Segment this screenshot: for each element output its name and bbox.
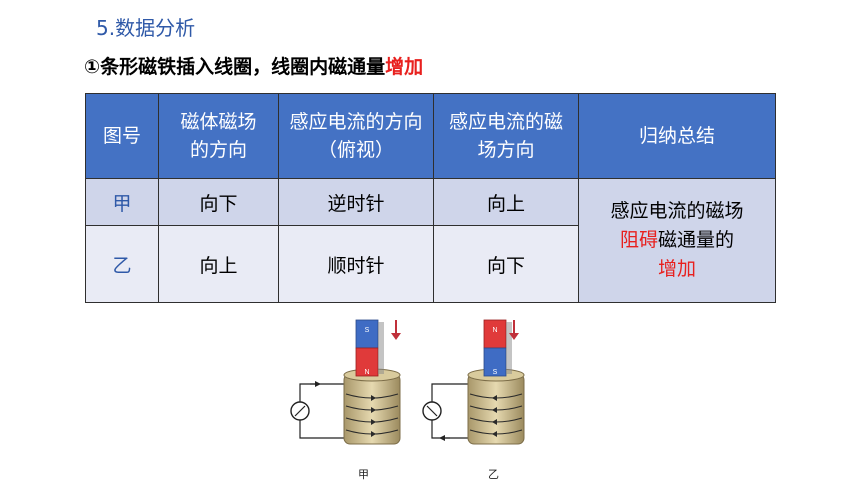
header-current-direction: 感应电流的方向（俯视） — [278, 93, 434, 179]
galvanometer-icon — [290, 401, 310, 421]
pole-label: S — [493, 369, 498, 376]
subtitle: ①条形磁铁插入线圈，线圈内磁通量增加 — [84, 52, 423, 79]
wire-bottom-right — [431, 420, 472, 439]
bar-magnet-right: N S — [483, 319, 512, 377]
galvanometer-icon — [422, 401, 442, 421]
current-direction: 逆时针 — [278, 178, 434, 226]
magnet-coil-diagram: S N — [270, 312, 530, 484]
down-arrow-icon — [391, 320, 401, 340]
table-header-row: 图号 磁体磁场的方向 感应电流的方向（俯视） 感应电流的磁场方向 归纳总结 — [85, 93, 776, 179]
apparatus-left: S N — [290, 319, 401, 445]
bar-magnet-left: S N — [355, 319, 384, 377]
induced-field-direction: 向上 — [433, 178, 579, 226]
row-label: 乙 — [85, 225, 159, 303]
header-figure-no: 图号 — [85, 93, 159, 179]
row-label: 甲 — [85, 178, 159, 226]
summary-line2: 磁通量的 — [658, 229, 735, 251]
pole-label: N — [492, 327, 497, 334]
summary-highlight-hinder: 阻碍 — [619, 229, 658, 251]
magnet-field-direction: 向上 — [158, 225, 279, 303]
pole-label: S — [365, 327, 370, 334]
magnet-field-direction: 向下 — [158, 178, 279, 226]
diagram-svg: S N — [290, 319, 525, 445]
caption-left: 甲 — [358, 468, 369, 481]
winding-arrows — [371, 395, 376, 437]
header-summary: 归纳总结 — [578, 93, 776, 179]
current-direction: 顺时针 — [278, 225, 434, 303]
subtitle-main: ①条形磁铁插入线圈，线圈内磁通量 — [84, 56, 386, 78]
wire-top-right — [431, 383, 472, 402]
winding-arrows — [492, 395, 497, 437]
summary-highlight-increase: 增加 — [657, 258, 696, 280]
down-arrow-icon — [509, 320, 519, 340]
section-title: 5.数据分析 — [96, 16, 196, 40]
header-magnet-field-direction: 磁体磁场的方向 — [158, 93, 279, 179]
summary-line1: 感应电流的磁场 — [610, 200, 744, 222]
apparatus-right: N S — [422, 319, 525, 445]
wire-top-left — [299, 383, 348, 402]
caption-right: 乙 — [488, 468, 499, 481]
table-row: 乙 向上 顺时针 向下 — [85, 225, 776, 303]
subtitle-highlight: 增加 — [385, 56, 424, 78]
analysis-table: 图号 磁体磁场的方向 感应电流的方向（俯视） 感应电流的磁场方向 归纳总结 甲 … — [85, 93, 776, 303]
induced-field-direction: 向下 — [433, 225, 579, 303]
table-row: 甲 向下 逆时针 向上 感应电流的磁场 阻碍磁通量的 增加 — [85, 178, 776, 303]
summary-cell: 感应电流的磁场 阻碍磁通量的 增加 — [578, 178, 776, 303]
wire-bottom-left — [299, 420, 348, 439]
header-induced-field-direction: 感应电流的磁场方向 — [433, 93, 579, 179]
pole-label: N — [364, 369, 369, 376]
